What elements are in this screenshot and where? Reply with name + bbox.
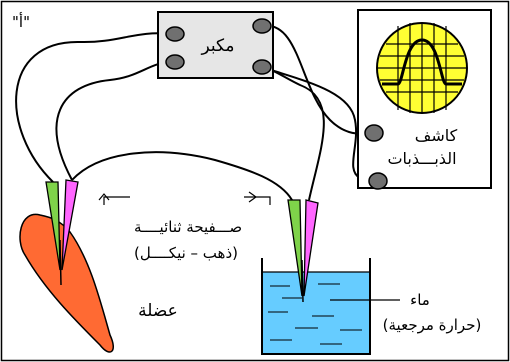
amplifier-terminal — [165, 26, 185, 42]
muscle-label: عضلة — [138, 301, 178, 321]
oscilloscope: كاشف الذبـــذبات — [357, 9, 492, 190]
amplifier: مكبر — [157, 11, 274, 79]
waveform-trace — [382, 38, 462, 86]
thermocouple-probe-left — [45, 179, 79, 286]
water-beaker — [261, 258, 371, 355]
amplifier-terminal — [252, 59, 272, 75]
oscilloscope-label-line1: كاشف — [415, 126, 458, 145]
thermocouple-label-line2: (ذهب – نيكــــل) — [134, 244, 238, 262]
amplifier-label: مكبر — [200, 36, 234, 56]
oscilloscope-screen — [376, 22, 468, 114]
amplifier-terminal — [165, 54, 185, 70]
muscle — [19, 213, 114, 353]
oscilloscope-terminal — [364, 124, 384, 142]
thermocouple-probe-right — [287, 199, 319, 303]
water-ripples — [268, 283, 362, 345]
amplifier-terminal — [252, 18, 272, 34]
thermocouple-label-line1: صـــفيحة ثنائيــــة — [134, 218, 242, 236]
label-arrows — [98, 191, 400, 301]
point-a-marker: "أ" — [12, 12, 30, 31]
water-label-line1: ماء — [410, 291, 430, 309]
oscilloscope-label-line2: الذبـــذبات — [387, 149, 456, 168]
oscilloscope-terminal — [368, 172, 388, 190]
water — [262, 272, 370, 354]
wires — [15, 24, 379, 201]
water-label-line2: (حرارة مرجعية) — [383, 316, 482, 334]
